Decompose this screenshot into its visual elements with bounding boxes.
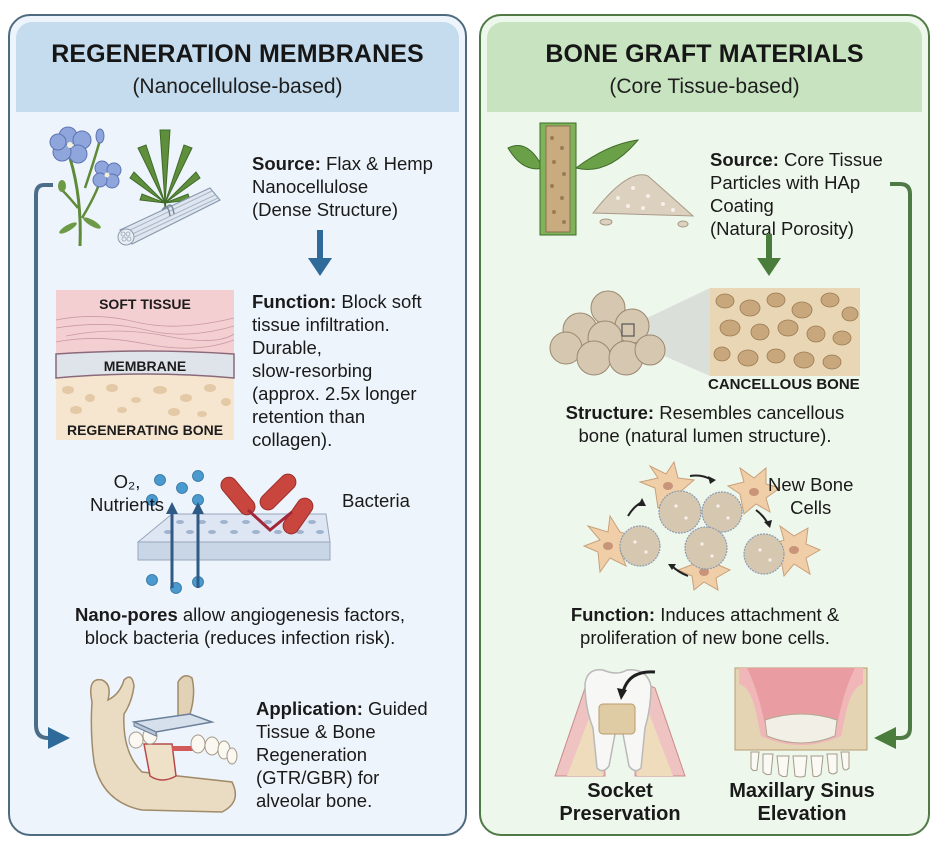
nanopores-text: Nano-pores allow angiogenesis factors, b…	[74, 604, 406, 648]
flax-hemp-illustration-icon	[49, 126, 221, 247]
particle-cluster-illustration	[549, 288, 860, 376]
membrane-label: MEMBRANE	[104, 358, 186, 374]
regenerating-bone-label: REGENERATING BONE	[67, 422, 223, 438]
new-bone-cells-label: New Bone Cells	[768, 474, 854, 518]
soft-tissue-label: SOFT TISSUE	[99, 296, 191, 312]
structure-text: Structure: Resembles cancellous bone (na…	[565, 402, 845, 446]
bone-cells-diagram	[582, 460, 822, 591]
maxillary-sinus-elevation-illustration-icon	[734, 667, 868, 778]
membrane-layers-diagram: SOFT TISSUE MEMBRANE REGENERATING BONE	[55, 290, 235, 440]
o2-nutrients-label: O₂, Nutrients	[90, 471, 165, 515]
right-function-text: Function: Induces attachment & prolifera…	[570, 604, 840, 648]
core-tissue-source-illustration-icon	[507, 122, 695, 236]
nanopore-membrane-diagram	[136, 470, 331, 594]
bacteria-label: Bacteria	[342, 490, 410, 511]
left-panel-title: REGENERATION MEMBRANES	[51, 40, 424, 68]
right-down-arrow-icon	[757, 234, 781, 276]
maxillary-sinus-elevation-label: Maxillary Sinus Elevation	[729, 780, 875, 825]
application-text: Application: Guided Tissue & Bone Regene…	[256, 698, 428, 811]
left-function-text: Function: Block soft tissue infiltration…	[252, 291, 422, 450]
cancellous-bone-label: CANCELLOUS BONE	[708, 376, 860, 393]
left-source-text: Source: Flax & Hemp Nanocellulose (Dense…	[252, 153, 433, 220]
right-panel-title: BONE GRAFT MATERIALS	[545, 40, 864, 68]
left-panel-subtitle: (Nanocellulose-based)	[132, 75, 343, 98]
socket-preservation-label: Socket Preservation	[559, 780, 681, 825]
mandible-illustration-icon	[90, 675, 238, 813]
right-panel-header: BONE GRAFT MATERIALS (Core Tissue-based)	[487, 22, 922, 112]
left-panel-header: REGENERATION MEMBRANES (Nanocellulose-ba…	[16, 22, 459, 112]
left-down-arrow-icon	[308, 230, 332, 276]
right-panel-subtitle: (Core Tissue-based)	[609, 75, 800, 98]
right-source-text: Source: Core Tissue Particles with HAp C…	[710, 149, 883, 239]
socket-preservation-illustration-icon	[554, 669, 686, 777]
